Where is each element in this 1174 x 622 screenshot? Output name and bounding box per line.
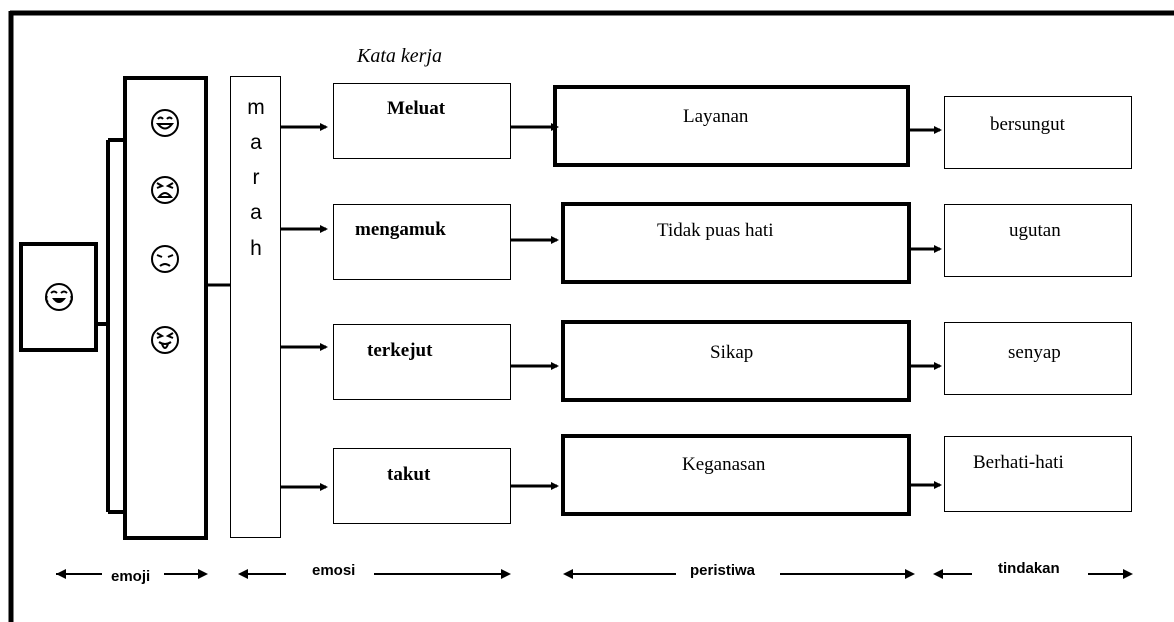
event-box-tidak-puas-hati: Tidak puas hati: [561, 202, 911, 284]
face-with-tears-of-joy-icon: [45, 283, 73, 311]
heading-kata-kerja: Kata kerja: [357, 45, 442, 67]
squinting-tongue-face-icon: [151, 326, 179, 354]
emotion-letter: a: [250, 131, 262, 154]
action-box-berhati-hati: Berhati-hati: [944, 436, 1132, 512]
action-box-bersungut: bersungut: [944, 96, 1132, 169]
emotion-letter: r: [252, 166, 260, 189]
event-label: Layanan: [683, 106, 749, 127]
tired-face-icon: [151, 176, 179, 204]
action-label: Berhati-hati: [973, 452, 1064, 473]
verb-label: takut: [387, 464, 431, 485]
verb-box-meluat: Meluat: [333, 83, 511, 159]
grinning-face-icon: [151, 109, 179, 137]
axis-label-event: peristiwa: [690, 562, 756, 579]
emotion-letter: m: [247, 96, 265, 119]
verb-box-mengamuk: mengamuk: [333, 204, 511, 280]
axis-label-emotion: emosi: [312, 562, 356, 579]
event-box-keganasan: Keganasan: [561, 434, 911, 516]
event-label: Keganasan: [682, 454, 766, 475]
action-box-senyap: senyap: [944, 322, 1132, 395]
axis-label-emoji: emoji: [111, 568, 151, 585]
event-label: Sikap: [710, 342, 754, 363]
source-emoji-box: [19, 242, 98, 352]
emotion-letter: a: [250, 201, 262, 224]
event-box-sikap: Sikap: [561, 320, 911, 402]
verb-box-terkejut: terkejut: [333, 324, 511, 400]
emoji-column: [123, 76, 208, 540]
emotion-letter: h: [250, 237, 262, 260]
axis-label-action: tindakan: [998, 560, 1060, 577]
verb-label: Meluat: [387, 98, 446, 119]
verb-label: terkejut: [367, 340, 433, 361]
verb-label: mengamuk: [355, 219, 446, 240]
event-box-layanan: Layanan: [553, 85, 910, 167]
action-label: senyap: [1008, 342, 1061, 363]
action-box-ugutan: ugutan: [944, 204, 1132, 277]
action-label: bersungut: [990, 114, 1065, 135]
emotion-box: m a r a h: [230, 76, 281, 538]
pensive-face-icon: [151, 245, 179, 273]
verb-box-takut: takut: [333, 448, 511, 524]
action-label: ugutan: [1009, 220, 1061, 241]
event-label: Tidak puas hati: [657, 220, 774, 241]
